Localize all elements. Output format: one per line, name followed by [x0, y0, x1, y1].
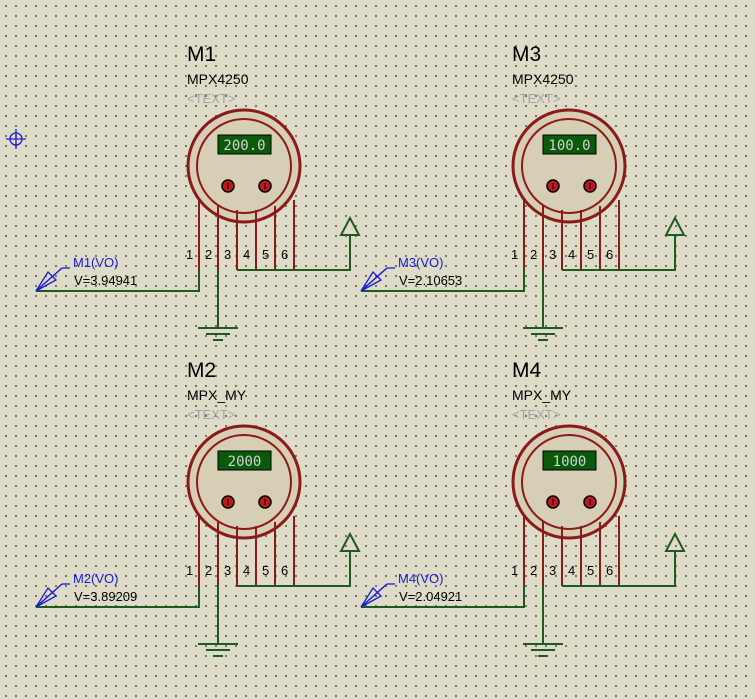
pin-number-label: 4 — [568, 563, 575, 578]
probe-label: M1(VO) — [73, 255, 119, 270]
pressure-increase-button[interactable] — [258, 495, 272, 509]
pressure-display: 200.0 — [217, 134, 272, 155]
probe-arrow-icon — [360, 267, 395, 292]
sensor-body-inner — [196, 434, 292, 530]
ground-icon — [523, 327, 563, 341]
pin-number-label: 5 — [587, 247, 594, 262]
probe-arrow-icon — [35, 583, 70, 608]
pressure-display-value: 100.0 — [548, 138, 590, 154]
probe-voltage-reading: V=3.94941 — [74, 273, 137, 288]
pin-number-label: 3 — [224, 563, 231, 578]
pin-number-label: 2 — [530, 247, 537, 262]
component-reference: M3 — [512, 43, 541, 66]
voltage-probe[interactable]: M1(VO) V=3.94941 — [35, 255, 137, 292]
pin-number-label: 5 — [262, 563, 269, 578]
probe-voltage-reading: V=2.10653 — [399, 273, 462, 288]
component-reference: M2 — [187, 359, 216, 382]
ground-icon — [198, 643, 238, 657]
pressure-increase-button[interactable] — [258, 179, 272, 193]
wires — [36, 551, 351, 644]
probe-voltage-reading: V=3.89209 — [74, 589, 137, 604]
pin-number-label: 4 — [243, 247, 250, 262]
component-text-placeholder: <TEXT> — [512, 91, 560, 106]
origin-crosshair-icon — [6, 129, 26, 149]
pin-number-label: 4 — [243, 563, 250, 578]
component-value: MPX4250 — [187, 71, 249, 87]
wires — [361, 551, 676, 644]
power-terminal-icon — [664, 215, 686, 236]
pin-number-label: 6 — [606, 563, 613, 578]
pin-number-label: 4 — [568, 247, 575, 262]
component-value: MPX4250 — [512, 71, 574, 87]
probe-voltage-reading: V=2.04921 — [399, 589, 462, 604]
pressure-increase-button[interactable] — [583, 495, 597, 509]
pin-number-label: 2 — [205, 247, 212, 262]
pin-number-label: 1 — [511, 247, 518, 262]
pin-number-label: 6 — [281, 563, 288, 578]
component-text-placeholder: <TEXT> — [187, 91, 235, 106]
probe-arrow-icon — [35, 267, 70, 292]
probe-label: M2(VO) — [73, 571, 119, 586]
sensor-body-inner — [521, 118, 617, 214]
pin-number-label: 3 — [549, 247, 556, 262]
ground-icon — [523, 643, 563, 657]
pin-number-label: 5 — [262, 247, 269, 262]
pressure-display-value: 200.0 — [223, 138, 265, 154]
voltage-probe[interactable]: M2(VO) V=3.89209 — [35, 571, 137, 608]
sensor-body-inner — [196, 118, 292, 214]
probe-arrow-icon — [360, 583, 395, 608]
component-reference: M4 — [512, 359, 541, 382]
pressure-decrease-button[interactable] — [221, 179, 235, 193]
probe-label: M4(VO) — [398, 571, 444, 586]
power-terminal-icon — [339, 531, 361, 552]
pressure-increase-button[interactable] — [583, 179, 597, 193]
voltage-probe[interactable]: M3(VO) V=2.10653 — [360, 255, 462, 292]
component-text-placeholder: <TEXT> — [512, 407, 560, 422]
power-terminal-icon — [339, 215, 361, 236]
pressure-display-value: 1000 — [553, 454, 587, 470]
component-value: MPX_MY — [187, 387, 247, 403]
pin-number-label: 1 — [186, 563, 193, 578]
pin-number-label: 6 — [606, 247, 613, 262]
component-text-placeholder: <TEXT> — [187, 407, 235, 422]
pin-number-label: 2 — [205, 563, 212, 578]
pressure-display: 2000 — [217, 450, 272, 471]
pin-number-label: 5 — [587, 563, 594, 578]
sensor-body-inner — [521, 434, 617, 530]
pressure-display: 100.0 — [542, 134, 597, 155]
pin-number-label: 6 — [281, 247, 288, 262]
wires — [36, 235, 351, 328]
component-value: MPX_MY — [512, 387, 572, 403]
pin-number-label: 3 — [224, 247, 231, 262]
pressure-display-value: 2000 — [228, 454, 262, 470]
probe-label: M3(VO) — [398, 255, 444, 270]
voltage-probe[interactable]: M4(VO) V=2.04921 — [360, 571, 462, 608]
pin-number-label: 3 — [549, 563, 556, 578]
pressure-decrease-button[interactable] — [221, 495, 235, 509]
pin-number-label: 2 — [530, 563, 537, 578]
pin-number-label: 1 — [186, 247, 193, 262]
ground-icon — [198, 327, 238, 341]
pin-number-label: 1 — [511, 563, 518, 578]
pressure-decrease-button[interactable] — [546, 179, 560, 193]
power-terminal-icon — [664, 531, 686, 552]
component-reference: M1 — [187, 43, 216, 66]
pressure-display: 1000 — [542, 450, 597, 471]
pressure-decrease-button[interactable] — [546, 495, 560, 509]
wires — [361, 235, 676, 328]
